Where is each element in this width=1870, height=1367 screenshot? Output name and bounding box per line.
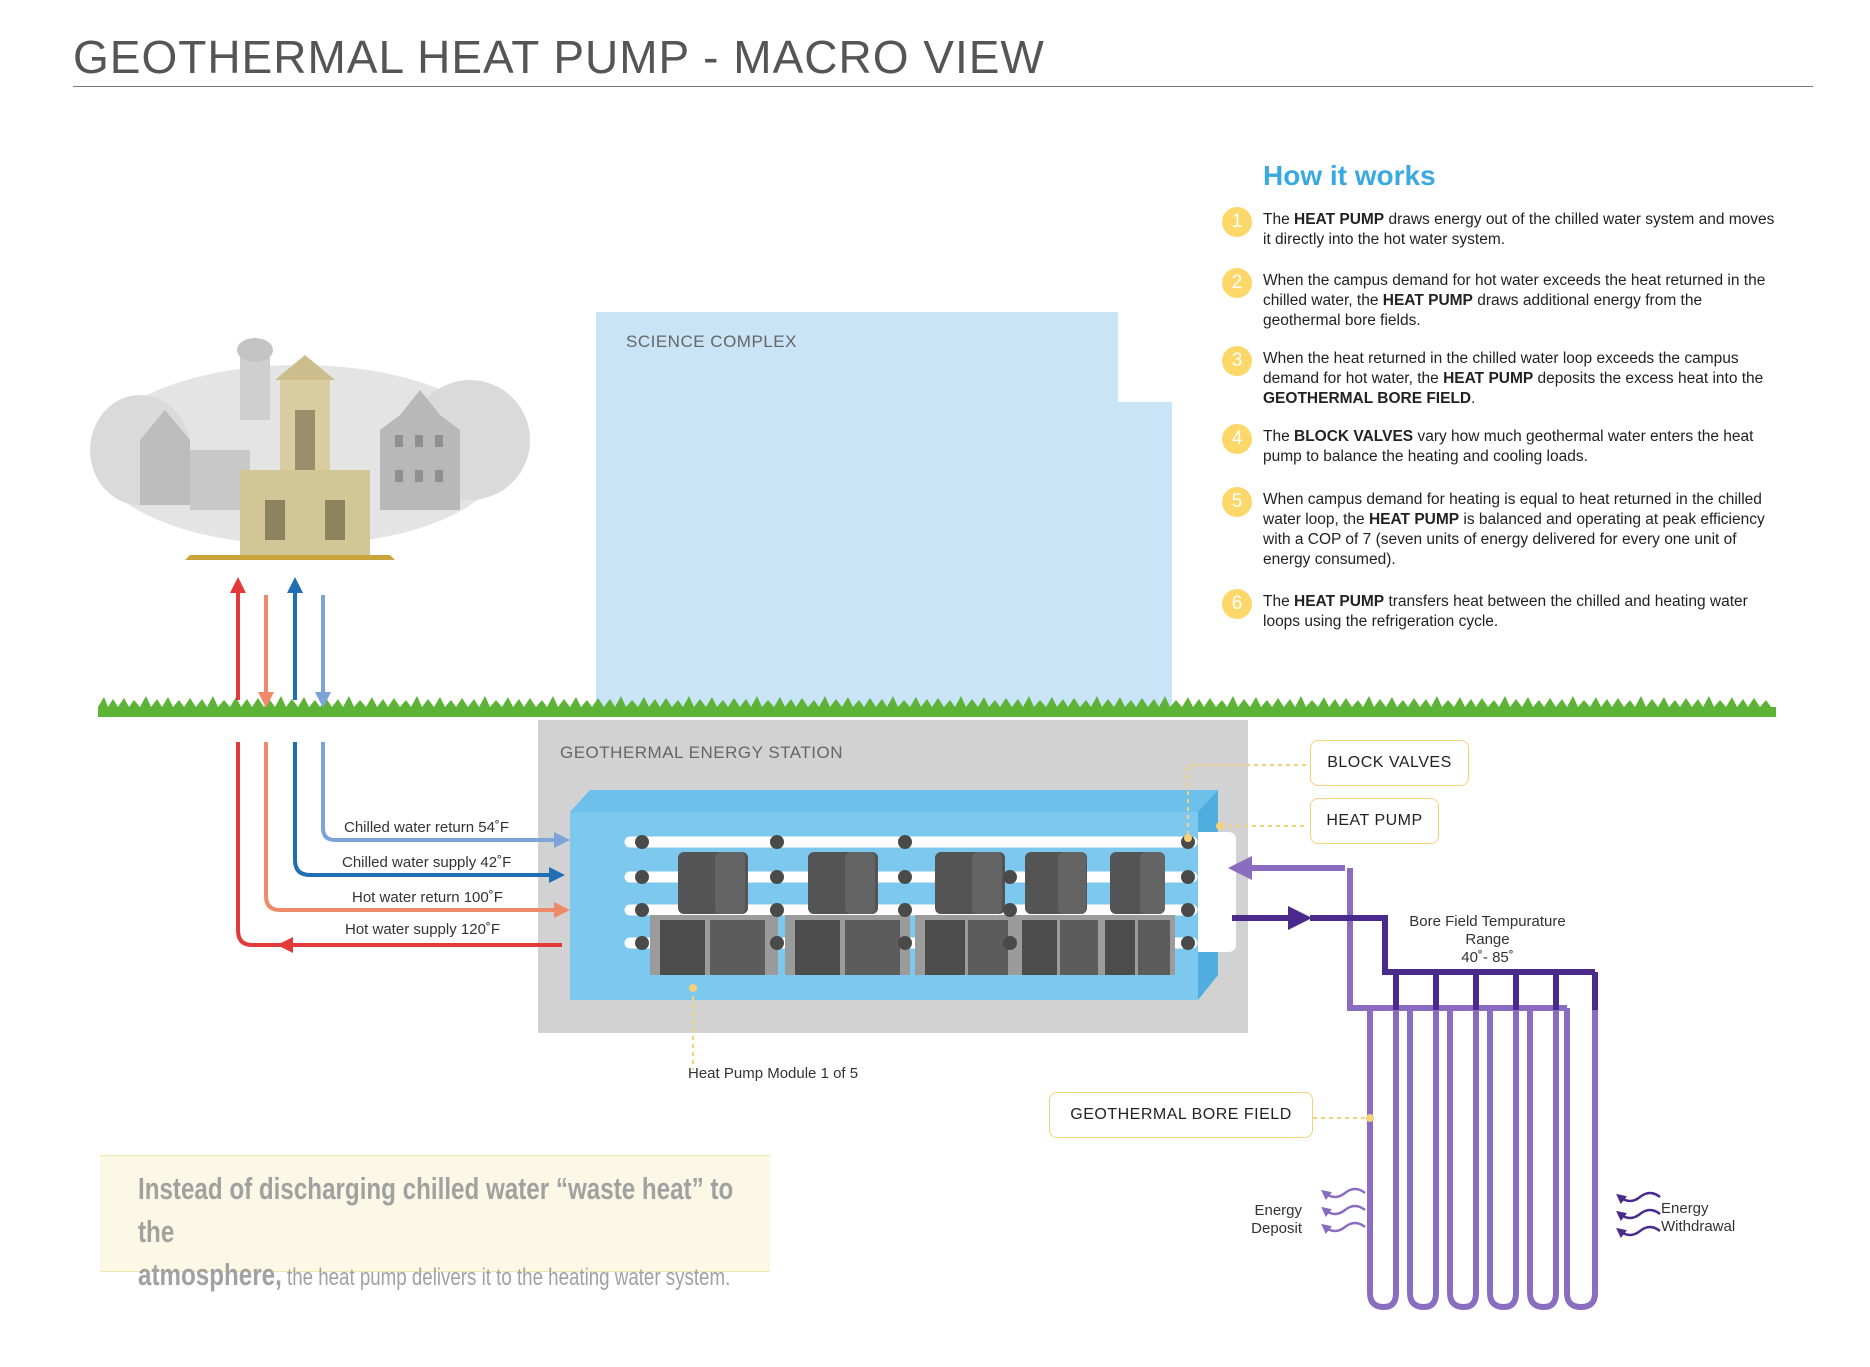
geothermal-station-label: GEOTHERMAL ENERGY STATION [560,743,843,762]
bore-range-line2: Range [1465,931,1510,948]
callout-leaders [692,764,1370,1119]
chilled-return-label: Chilled water return 54˚F [344,819,510,836]
chilled-supply-label: Chilled water supply 42˚F [342,854,512,871]
bore-field-callout: GEOTHERMAL BORE FIELD [1049,1092,1313,1138]
energy-deposit-line2: Deposit [1251,1220,1302,1237]
hot-supply-pipe [236,742,562,947]
campus-buildings-illustration [90,338,530,560]
science-complex-building [596,312,1172,712]
step-number-badge: 4 [1222,424,1252,454]
science-complex-label: SCIENCE COMPLEX [626,332,797,351]
bore-field-loops [1367,969,1598,1311]
energy-withdrawal-line1: Energy [1661,1200,1709,1217]
bore-range-line1: Bore Field Tempurature [1409,913,1566,930]
heat-pump-modules [650,852,1175,975]
heat-pump-module-label: Heat Pump Module 1 of 5 [688,1065,859,1082]
chilled-return-pipe [321,742,570,848]
quote-part4: atmosphere, [138,1257,282,1292]
station-pipes [236,742,570,953]
quote-box [100,1155,770,1272]
page-title: GEOTHERMAL HEAT PUMP - MACRO VIEW [73,31,1045,83]
step-number-badge: 3 [1222,346,1252,376]
valves [635,835,1195,950]
step-number-badge: 2 [1222,268,1252,298]
hot-return-label: Hot water return 100˚F [352,889,503,906]
bore-range-label: Bore Field Tempurature Range 40˚- 85˚ [1400,913,1575,967]
quote-part1: Instead of discharging chilled water [138,1171,556,1206]
energy-withdrawal-line2: Withdrawal [1661,1218,1736,1235]
grass-strip [98,696,1776,717]
step-number-badge: 1 [1222,207,1252,237]
how-it-works-heading: How it works [1263,160,1436,191]
heat-pump-module-5 [1100,852,1175,975]
step-number-badge: 6 [1222,589,1252,619]
heat-pump-module-1 [650,852,778,975]
energy-deposit-label: Energy Deposit [1240,1202,1302,1238]
bore-field-marker [1366,1114,1374,1122]
step-text: The HEAT PUMP draws energy out of the ch… [1263,211,1775,248]
bore-range-line3: 40˚- 85˚ [1461,949,1514,966]
step-text: The HEAT PUMP transfers heat between the… [1263,593,1748,630]
step-text: When the campus demand for hot water exc… [1263,272,1766,329]
heat-pump-module-2 [785,852,910,975]
quote-part2: “waste heat” [555,1171,704,1206]
title-divider [73,86,1813,87]
chilled-supply-pipe [293,742,565,883]
block-valves-callout: BLOCK VALVES [1310,740,1469,786]
step-text: The BLOCK VALVES vary how much geotherma… [1263,428,1754,465]
heat-pump-module-4 [1015,852,1105,975]
step-number-badge: 5 [1222,487,1252,517]
hot-return-pipe [264,742,570,918]
module-marker [689,984,697,992]
heat-pump-module-3 [915,852,1015,975]
step-text: When the heat returned in the chilled wa… [1263,350,1764,407]
campus-pipes-above-ground [230,577,331,708]
hot-supply-label: Hot water supply 120˚F [345,921,501,938]
step-text: When campus demand for heating is equal … [1263,491,1765,568]
block-valves-marker [1184,834,1192,842]
heat-pump-callout: HEAT PUMP [1310,798,1439,844]
energy-deposit-line1: Energy [1254,1202,1302,1219]
heat-pump-marker [1216,822,1224,830]
quote-text: Instead of discharging chilled water “wa… [138,1168,754,1299]
energy-deposit-arrows [1321,1187,1366,1235]
energy-withdrawal-arrows [1616,1191,1661,1239]
quote-part3: to the [138,1171,734,1249]
energy-withdrawal-label: Energy Withdrawal [1661,1200,1735,1236]
quote-part5: the heat pump delivers it to the heating… [281,1264,731,1291]
